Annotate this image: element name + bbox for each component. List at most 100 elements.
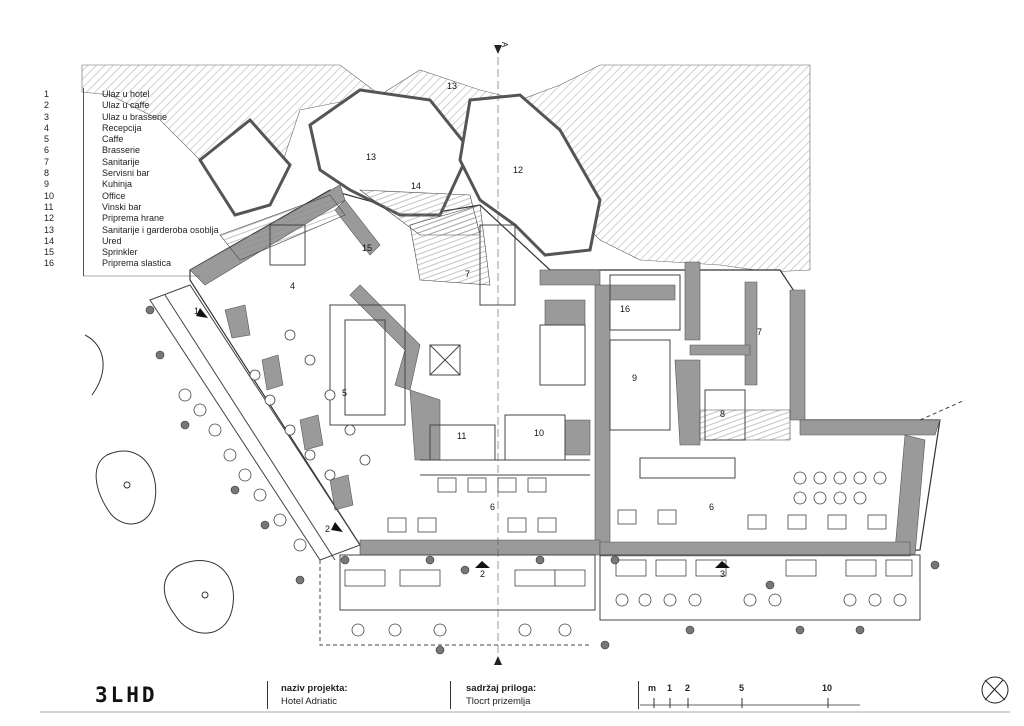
legend-item: 12 Priprema hrane (44, 213, 219, 224)
legend-item-number: 16 (44, 258, 55, 269)
legend-item-number: 5 (44, 134, 50, 145)
project-value: Hotel Adriatic (281, 696, 337, 707)
legend-item-label: Priprema hrane (102, 213, 165, 224)
legend-item-label: Vinski bar (102, 201, 142, 212)
legend-item-number: 12 (44, 213, 55, 224)
room-number: 16 (620, 304, 631, 314)
content-label: sadržaj priloga: (466, 683, 537, 694)
legend-item-number: 1 (44, 89, 50, 99)
legend-item-number: 9 (44, 179, 50, 190)
content-value: Tlocrt prizemlja (466, 696, 531, 707)
legend-item-number: 6 (44, 145, 50, 156)
room-number: 6 (490, 502, 496, 512)
firm-logo: 3LHD (95, 683, 158, 707)
legend-divider (83, 88, 84, 276)
entry-arrows (196, 308, 730, 568)
room-number: 7 (465, 269, 471, 279)
title-block-divider (450, 681, 451, 709)
legend-item-label: Caffe (102, 134, 124, 145)
room-number: 7 (757, 327, 763, 337)
legend-item-number: 11 (44, 201, 54, 212)
room-number: 1 (194, 306, 200, 316)
legend-item-number: 15 (44, 247, 55, 258)
scale-tick-label: 2 (685, 683, 691, 693)
legend-item-label: Priprema slastica (102, 258, 172, 269)
project-name-block: naziv projekta: Hotel Adriatic (281, 682, 348, 708)
legend-item-label: Ulaz u brasserie (102, 111, 168, 122)
legend-item-label: Servisni bar (102, 168, 150, 179)
room-legend: 1 Ulaz u hotel 2 Ulaz u caffe 3 Ulaz u brasse… (44, 89, 219, 270)
interior-partitions (269, 224, 746, 479)
legend-item: 14 Ured (44, 236, 219, 247)
legend-item-label: Ulaz u hotel (102, 89, 150, 99)
legend-item: 10 Office (44, 191, 219, 202)
legend-item: 4 Recepcija (44, 123, 219, 134)
legend-item: 9 Kuhinja (44, 179, 219, 190)
room-number: 12 (513, 165, 524, 175)
project-label: naziv projekta: (281, 683, 348, 694)
legend-item: 6 Brasserie (44, 145, 219, 156)
room-number: 4 (290, 281, 296, 291)
legend-item-label: Brasserie (102, 145, 141, 156)
legend-item-number: 10 (44, 190, 55, 201)
legend-item-number: 8 (44, 168, 50, 179)
scale-tick-label: 5 (739, 683, 745, 693)
section-line-a (494, 45, 502, 665)
room-number: 13 (447, 81, 458, 91)
room-number: 10 (534, 428, 545, 438)
room-number: 14 (411, 181, 422, 191)
north-arrow-icon (981, 676, 1009, 704)
legend-item: 16 Priprema slastica (44, 258, 219, 269)
shrubs (145, 305, 940, 655)
room-number: 15 (362, 243, 373, 253)
legend-item-number: 7 (44, 156, 50, 167)
legend-item: 13 Sanitarije i garderoba osoblja (44, 225, 219, 236)
trees (84, 334, 234, 634)
legend-item: 1 Ulaz u hotel (44, 89, 219, 100)
title-block-divider (267, 681, 268, 709)
legend-item-number: 2 (44, 100, 50, 111)
room-block (458, 93, 602, 257)
legend-item-number: 4 (44, 122, 50, 133)
legend-item: 5 Caffe (44, 134, 219, 145)
room-number: 2 (480, 569, 486, 579)
legend-item-number: 3 (44, 111, 50, 122)
room-number: 2 (325, 524, 331, 534)
legend-item-number: 14 (44, 235, 55, 246)
room-number: 3 (720, 569, 726, 579)
legend-item: 11 Vinski bar (44, 202, 219, 213)
legend-item-label: Sanitarije (102, 156, 140, 167)
scale-bar (653, 698, 829, 708)
title-block-divider (638, 681, 639, 709)
legend-item: 2 Ulaz u caffe (44, 100, 219, 111)
scale-unit: m (648, 683, 657, 693)
legend-item-label: Ulaz u caffe (102, 100, 150, 111)
legend-item-label: Recepcija (102, 122, 142, 133)
wood-floor (219, 189, 791, 441)
room-number: 11 (457, 431, 467, 441)
legend-item-label: Office (102, 190, 126, 201)
room-number: 8 (720, 409, 726, 419)
legend-item: 7 Sanitarije (44, 157, 219, 168)
furniture-tables (178, 329, 913, 637)
legend-item-number: 13 (44, 224, 55, 235)
room-number: 6 (709, 502, 715, 512)
scale-tick-label: 1 (667, 683, 673, 693)
legend-item-label: Kuhinja (102, 179, 133, 190)
legend-item-label: Sanitarije i garderoba osoblja (102, 224, 219, 235)
room-number: 9 (632, 373, 638, 383)
scale-tick-label: 10 (822, 683, 833, 693)
terrace-outline (149, 284, 966, 646)
legend-item: 15 Sprinkler (44, 247, 219, 258)
legend-item-label: Ured (102, 235, 122, 246)
room-number: 13 (366, 152, 377, 162)
room-number: 5 (342, 388, 348, 398)
legend-item-label: Sprinkler (102, 247, 138, 258)
legend-item: 8 Servisni bar (44, 168, 219, 179)
section-marker-label: A (500, 41, 510, 48)
legend-item: 3 Ulaz u brasserie (44, 112, 219, 123)
room-block (198, 117, 292, 217)
content-block: sadržaj priloga: Tlocrt prizemlja (466, 682, 536, 708)
